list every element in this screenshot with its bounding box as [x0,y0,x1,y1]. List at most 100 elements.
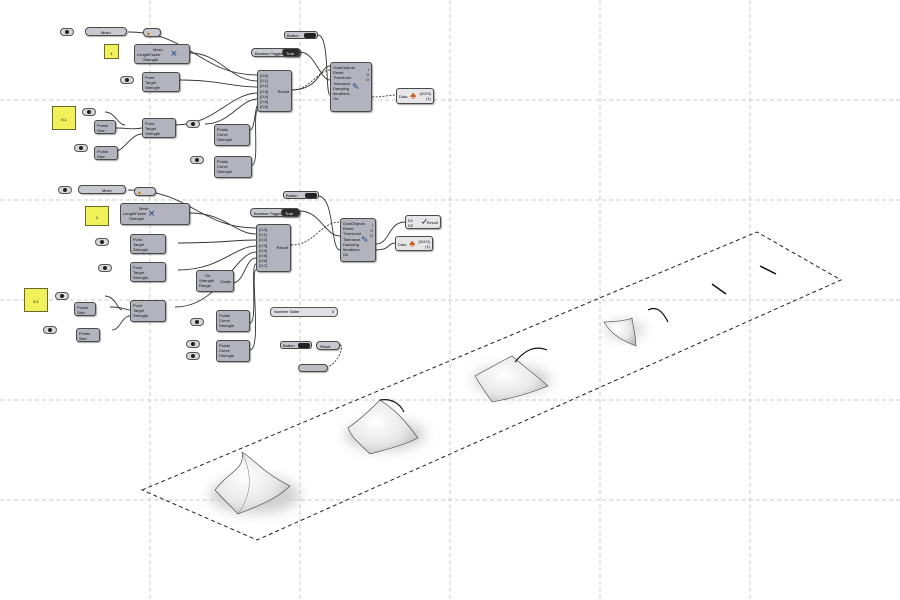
panel-value-2[interactable]: 0.1 [52,106,76,130]
reset-button-lower[interactable]: Button [283,191,319,199]
kangaroo-solver-lower[interactable]: GoalObjects Reset Threshold Tolerance Da… [340,218,376,262]
anchor-goal-node-lower-3[interactable]: Point Target Strength [130,300,166,322]
solver-in: Threshold [343,231,361,237]
param-toggle-5[interactable] [190,156,204,164]
input-points: Points [79,331,91,336]
param-toggle-lower-3[interactable] [55,292,69,300]
reset-button-upper[interactable]: Button [284,31,318,39]
input-target: Target [133,308,145,314]
button-label: Button [283,343,295,348]
param-toggle-lower-4[interactable] [43,326,57,334]
points-size-inputs-lower-2: Points Size [79,331,90,341]
input-points: Points [217,159,229,164]
boolean-value-upper[interactable]: True [282,48,300,57]
param-toggle-2[interactable] [82,108,96,116]
data-icon: ♣ [409,238,416,248]
anchor-goal-node-lower-1[interactable]: Point Target Strength [130,234,166,254]
shell-stage-1 [210,451,300,515]
point-param-toggle-lower-1[interactable] [95,238,109,246]
curve-goal-inputs-lower-1: Points Curve Strength [219,313,234,329]
solver-inputs-lower: GoalObjects Reset Threshold Tolerance Da… [343,221,365,257]
curve-goal-inputs-lower-2: Points Curve Strength [219,343,234,359]
solver-out: O [365,77,369,83]
merge-in: {0;0} [260,73,269,78]
input-strength: Strength [143,57,159,63]
mesh-preview-chip[interactable]: ◆ [143,28,161,37]
curve-goal-node-1[interactable]: Points Curve Strength [214,124,250,146]
mesh-param-toggle-lower[interactable] [58,186,72,194]
panel-value-1[interactable]: 1 [104,44,119,59]
data-out: (1) [426,96,431,102]
merge-in: {0;7} [259,263,268,269]
angle-goal-output: Goals [220,279,231,284]
point-param-toggle-1[interactable] [120,76,134,84]
number-slider[interactable]: Number Slider 0 [270,307,338,317]
solver-in: Iterations [333,91,350,97]
points-size-node-lower-2[interactable]: Points Size [76,328,100,342]
mesh-preview-chip-lower[interactable]: ◆ [134,187,156,196]
anchor-goal-node-2[interactable]: Point Target Strength [142,118,176,138]
mesh-icon: ◆ [138,190,142,195]
angle-goal-node[interactable]: Str Strength Range Goals [196,270,234,292]
shell-stage-4 [603,307,669,347]
input-str: Str [205,273,211,278]
solver-outputs-lower: I V O [370,223,373,239]
merge-node-lower[interactable]: {0;0} {0;1} {0;2} {0;3} {0;4} {0;5} {0;6… [256,224,291,272]
input-point: Point [145,75,155,80]
point-param-toggle-lower-2[interactable] [98,264,112,272]
data-node-lower[interactable]: Data (0/2/0) (1) ♣ [395,236,433,251]
merge-in: {0;3} [259,242,268,248]
merge-in: {0;6} [259,258,268,264]
param-toggle-lower-7[interactable] [186,352,200,360]
data-out: (0/2/0) [419,91,431,96]
length-goal-node-lower[interactable]: Mesh LengthFactor Strength ✕ [120,203,190,225]
solver-in: On [333,96,339,102]
result-node-lower[interactable]: D1 D2 Result ✓ [405,215,441,229]
kangaroo-solver-upper[interactable]: GoalObjects Reset Threshold Tolerance Da… [330,62,372,112]
reset-button-lower-2[interactable]: Button [280,341,312,349]
anchor-inputs-lower-3: Point Target Strength [133,303,148,319]
input-strength: Strength [145,131,161,137]
anchor-inputs-lower-2: Point Target Strength [133,265,148,281]
input-point: Point [133,265,143,270]
solver-in: Threshold [333,75,351,81]
check-icon: ✓ [420,216,429,227]
param-toggle-lower-6[interactable] [186,340,200,348]
panel-value-4[interactable]: 0.1 [24,288,48,312]
points-size-inputs-1: Points Size [97,123,108,133]
mesh-param-toggle[interactable] [60,28,74,36]
reset-output-chip[interactable]: Reset [316,341,340,350]
panel-value-3[interactable]: 1 [85,206,109,226]
points-size-node-lower-1[interactable]: Points Size [74,302,96,316]
length-goal-node[interactable]: Mesh LengthFactor Strength ✕ [134,44,190,64]
boolean-toggle-upper[interactable]: Boolean Toggle [251,48,301,57]
input-size: Size [79,336,87,342]
input-target: Target [133,270,145,276]
input-points: Points [219,343,231,348]
anchor-goal-node-lower-2[interactable]: Point Target Strength [130,262,166,282]
mesh-label: Mesh [101,30,111,35]
data-node-upper[interactable]: Data (0/2/0) (1) ♣ [396,88,434,104]
solver-in: Iterations [343,247,360,253]
curve-goal-node-lower-2[interactable]: Points Curve Strength [216,340,250,362]
anchor-goal-node-1[interactable]: Point Target Strength [142,72,180,92]
points-size-node-2[interactable]: Points Size [94,146,118,160]
param-toggle-4[interactable] [186,120,200,128]
curve-goal-node-2[interactable]: Points Curve Strength [214,156,252,178]
boolean-toggle-label: Boolean Toggle [255,51,283,56]
merge-node-upper[interactable]: {0;0} {0;1} {0;2} {0;3} {0;4} {0;5} {0;6… [257,70,292,112]
length-goal-inputs-lower: Mesh LengthFactor Strength [123,206,149,222]
solver-in: Tolerance [343,236,361,242]
kangaroo-icon: ✎ [361,234,369,245]
mesh-component-lower[interactable]: Mesh [78,185,126,194]
points-size-node-1[interactable]: Points Size [94,120,116,134]
param-toggle-3[interactable] [74,144,88,152]
mesh-component[interactable]: Mesh [85,27,127,36]
param-toggle-lower-5[interactable] [190,318,204,326]
merge-in: {0;4} [259,247,268,253]
boolean-value-lower[interactable]: True [281,208,300,217]
trigger-component[interactable] [298,364,328,372]
curve-goal-node-lower-1[interactable]: Points Curve Strength [216,310,250,332]
